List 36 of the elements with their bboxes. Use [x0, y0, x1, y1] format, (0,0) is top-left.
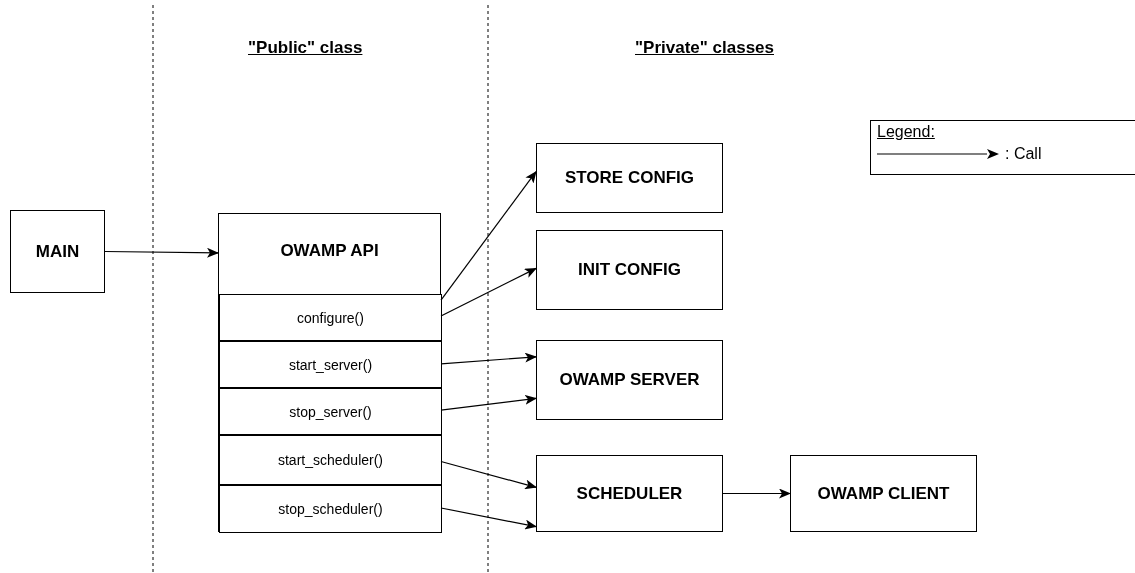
class-name: OWAMP CLIENT	[817, 483, 950, 504]
method-row	[219, 485, 442, 533]
method-name: stop_scheduler()	[278, 501, 383, 517]
class-name: SCHEDULER	[576, 483, 683, 504]
class-box	[536, 143, 723, 213]
method-name: start_server()	[288, 356, 373, 373]
class-name: INIT CONFIG	[578, 260, 681, 280]
class-name: OWAMP SERVER	[559, 370, 700, 390]
class-box	[536, 340, 723, 420]
legend-title: Legend:	[877, 123, 935, 141]
call-arrow	[440, 170, 537, 301]
class-name: OWAMP API	[280, 241, 379, 261]
section-heading: "Public" class	[248, 38, 363, 58]
method-name: stop_server()	[289, 403, 372, 420]
call-arrow	[440, 507, 537, 530]
class-name: STORE CONFIG	[564, 168, 695, 188]
class-box	[536, 455, 723, 532]
method-row	[219, 388, 442, 435]
method-name: start_scheduler()	[277, 452, 383, 468]
call-arrow	[440, 352, 537, 365]
call-arrow	[722, 488, 791, 499]
class-name: MAIN	[35, 241, 80, 262]
class-box	[536, 230, 723, 310]
call-arrow	[440, 460, 537, 490]
class-box	[790, 455, 977, 532]
class-box	[10, 210, 105, 293]
call-arrow	[104, 247, 219, 258]
call-arrow	[440, 394, 537, 411]
method-row	[219, 341, 442, 388]
method-row	[219, 435, 442, 485]
section-heading: "Private" classes	[635, 38, 774, 58]
method-name: configure()	[297, 309, 364, 326]
method-row	[219, 294, 442, 341]
legend-text: : Call	[1005, 145, 1042, 163]
call-arrow	[440, 267, 537, 317]
class-box	[218, 213, 441, 532]
